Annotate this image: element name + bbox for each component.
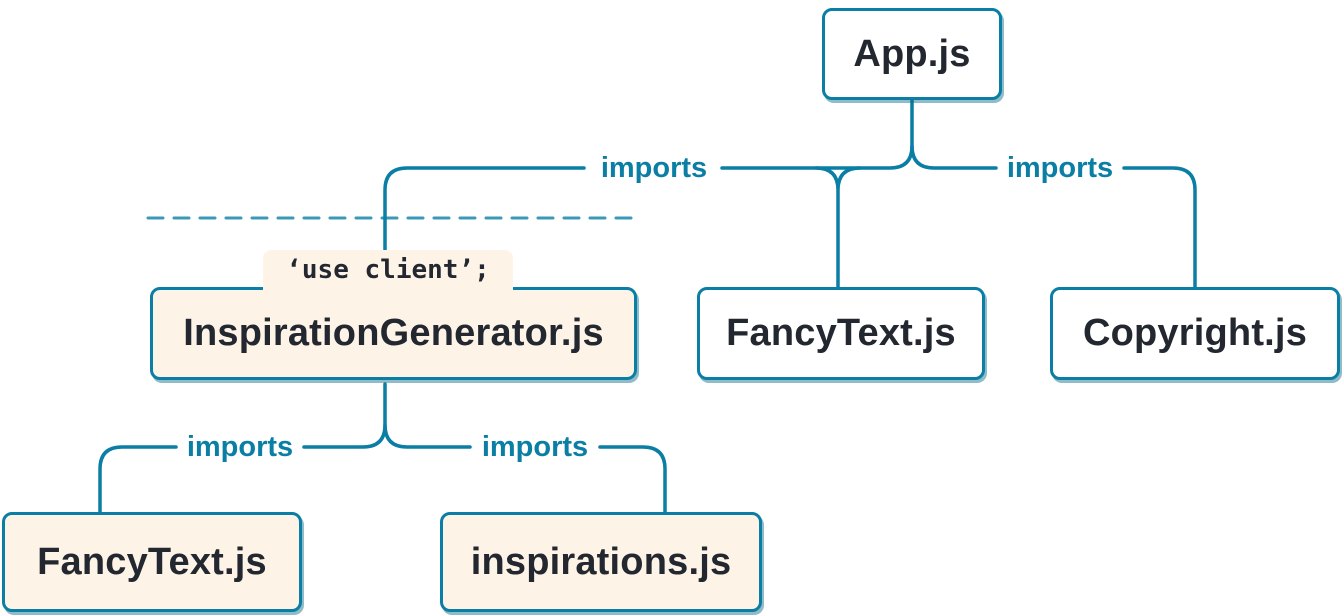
edge-app-to-copyright-line [910, 144, 1197, 293]
edge-label-app-copyright: imports [1006, 152, 1114, 184]
use-client-directive-text: ‘use client’; [286, 255, 490, 285]
node-app-js-label: App.js [853, 32, 971, 75]
edge-label-inspirationgenerator-inspirations: imports [481, 431, 589, 463]
node-inspirations-js: inspirations.js [440, 512, 762, 612]
node-inspirations-js-label: inspirations.js [470, 540, 732, 583]
use-client-directive-tag: ‘use client’; [263, 250, 513, 292]
node-fancytext-js-bottom-label: FancyText.js [37, 540, 267, 583]
node-fancytext-js-top: FancyText.js [697, 287, 985, 380]
node-copyright-js: Copyright.js [1050, 287, 1340, 380]
edge-app-to-fancytext-line [814, 166, 862, 293]
edge-label-app-inspirationgenerator: imports [600, 152, 708, 184]
node-fancytext-js-bottom: FancyText.js [2, 512, 302, 612]
node-app-js: App.js [822, 8, 1002, 100]
node-inspirationgenerator-js-label: InspirationGenerator.js [183, 312, 604, 354]
edge-inspirationgenerator-to-inspirations-line [383, 423, 667, 518]
node-copyright-js-label: Copyright.js [1082, 312, 1308, 354]
node-fancytext-js-top-label: FancyText.js [726, 312, 956, 354]
node-inspirationgenerator-js: InspirationGenerator.js [150, 287, 637, 380]
edge-label-inspirationgenerator-fancytext: imports [186, 431, 294, 463]
